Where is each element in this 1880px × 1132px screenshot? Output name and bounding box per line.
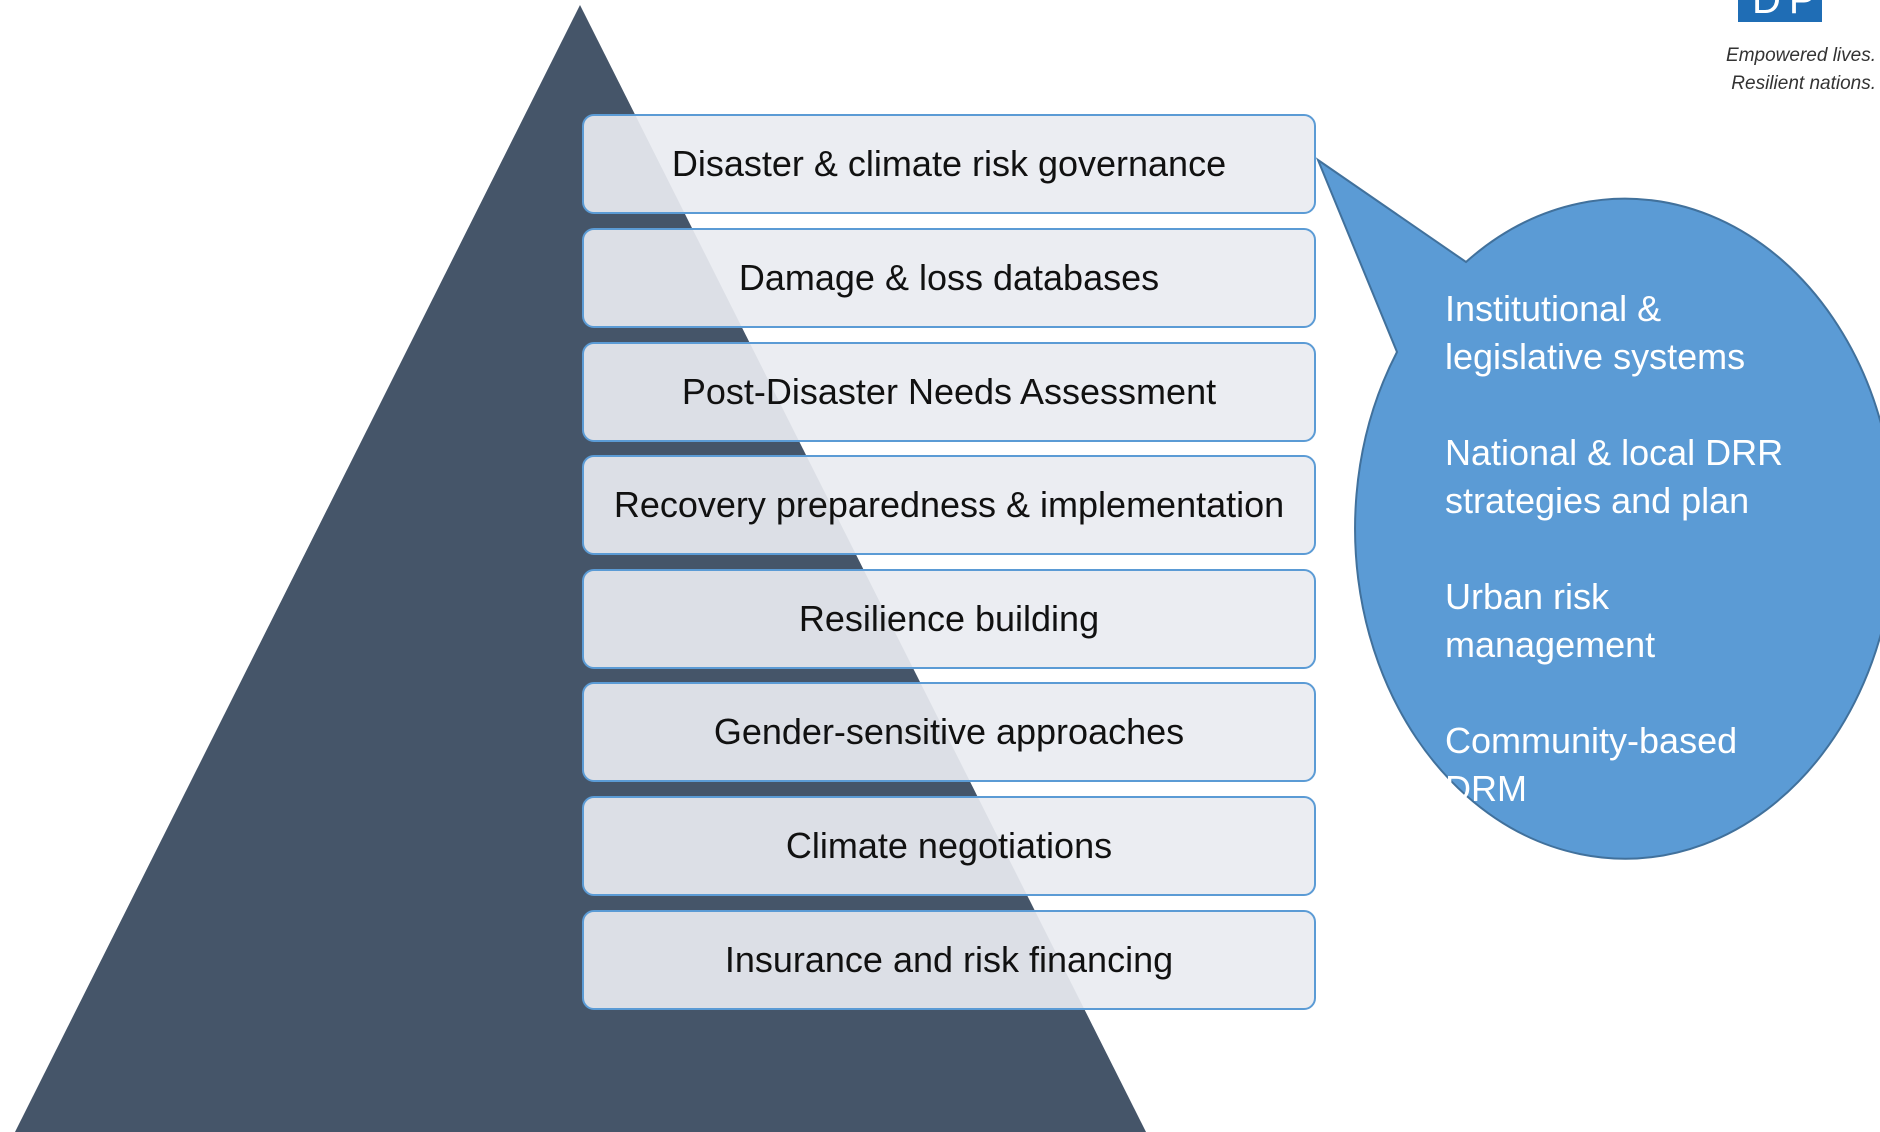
pyramid-level-5: Resilience building — [582, 569, 1316, 669]
pyramid-level-4: Recovery preparedness & implementation — [582, 455, 1316, 555]
pyramid-level-2: Damage & loss databases — [582, 228, 1316, 328]
pyramid-level-6-label: Gender-sensitive approaches — [713, 711, 1185, 752]
pyramid-level-7: Climate negotiations — [582, 796, 1316, 896]
pyramid-level-7-label: Climate negotiations — [785, 825, 1113, 866]
undp-logo-letters: DP — [1752, 0, 1824, 22]
pyramid-level-1: Disaster & climate risk governance — [582, 114, 1316, 214]
callout-item-1: Institutional & legislative systems — [1445, 288, 1746, 377]
callout-item-4: Community-based DRM — [1445, 720, 1738, 809]
callout-bubble — [1315, 157, 1880, 860]
tagline-line-1: Empowered lives. — [1726, 45, 1876, 66]
pyramid-level-1-label: Disaster & climate risk governance — [671, 143, 1227, 184]
pyramid-level-3-label: Post-Disaster Needs Assessment — [681, 371, 1217, 412]
undp-logo — [1738, 0, 1822, 22]
callout-list: Institutional & legislative systems Nati… — [1445, 285, 1815, 861]
pyramid-level-4-label: Recovery preparedness & implementation — [613, 484, 1285, 525]
pyramid-level-2-label: Damage & loss databases — [738, 257, 1160, 298]
tagline-line-2: Resilient nations. — [1731, 73, 1876, 94]
callout-item-2: National & local DRR strategies and plan — [1445, 432, 1784, 521]
pyramid-level-5-label: Resilience building — [798, 598, 1100, 639]
pyramid-level-8-label: Insurance and risk financing — [724, 939, 1174, 980]
pyramid-level-3: Post-Disaster Needs Assessment — [582, 342, 1316, 442]
callout-item-3: Urban risk management — [1445, 576, 1656, 665]
pyramid-level-6: Gender-sensitive approaches — [582, 682, 1316, 782]
pyramid-level-8: Insurance and risk financing — [582, 910, 1316, 1010]
